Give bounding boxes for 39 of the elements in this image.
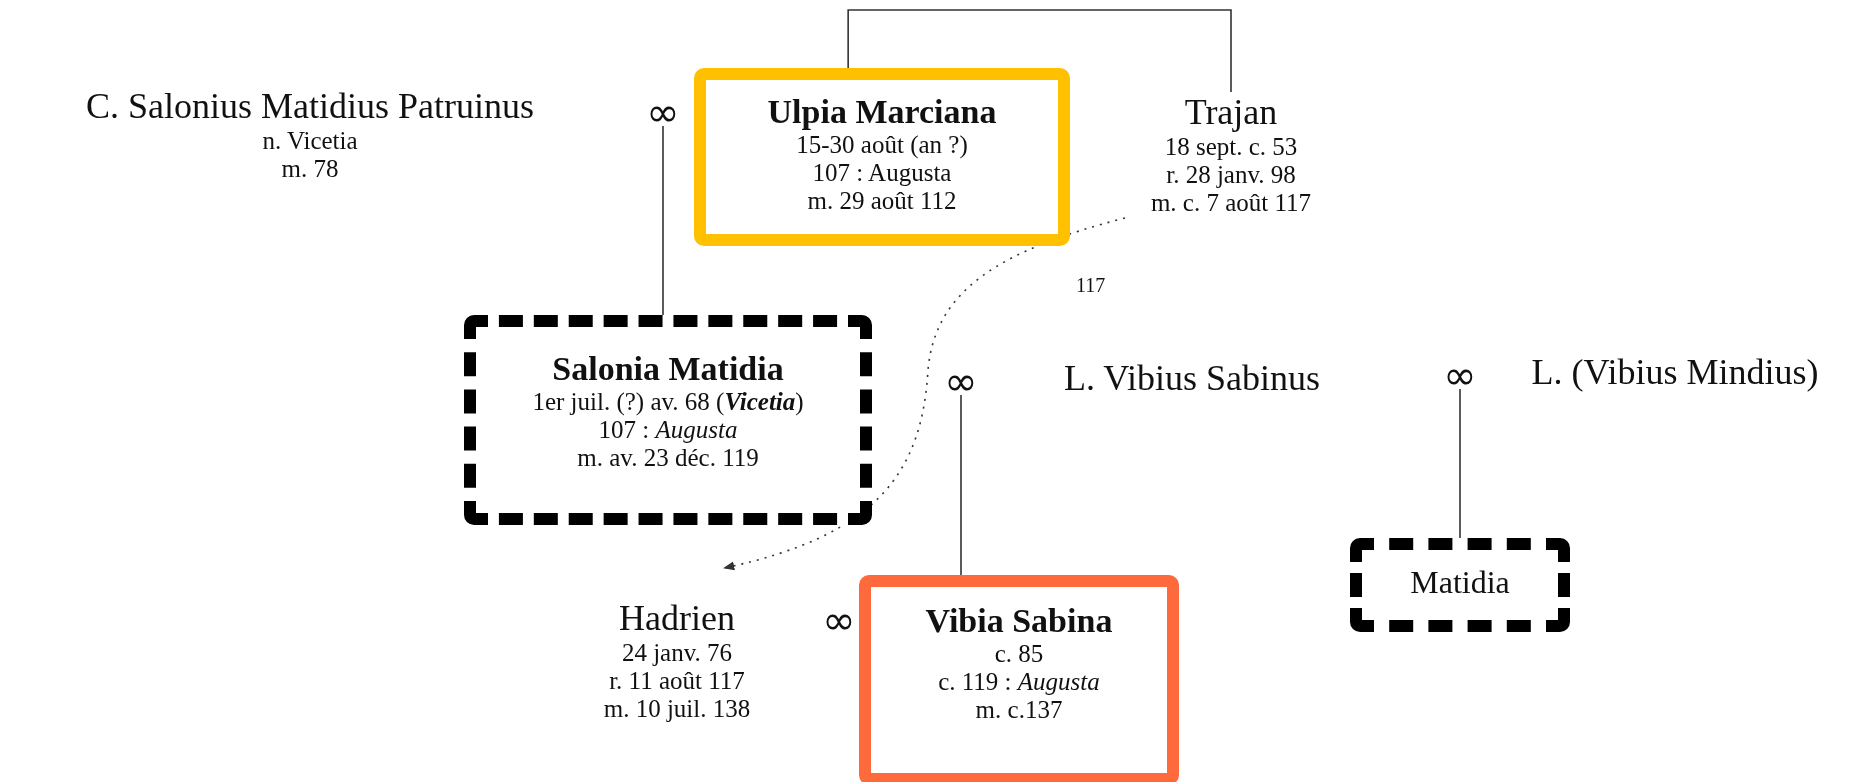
person-box	[464, 315, 872, 525]
life-dates: m. av. 23 déc. 119	[577, 444, 759, 473]
connector-line	[960, 394, 962, 576]
life-dates: 24 janv. 76	[621, 639, 733, 668]
connector-line	[662, 125, 664, 316]
life-dates: m. c. 7 août 117	[1150, 189, 1312, 218]
life-dates: 107 : Augusta	[812, 159, 952, 188]
person-name: Salonia Matidia	[552, 349, 784, 389]
life-dates: r. 11 août 117	[609, 667, 745, 696]
life-dates: n. Vicetia	[262, 127, 358, 156]
life-dates: c. 119 : Augusta	[938, 668, 1100, 697]
connector-line	[847, 9, 1232, 93]
person-name: Hadrien	[619, 598, 735, 640]
person-name: C. Salonius Matidius Patruinus	[86, 86, 534, 128]
life-dates: 1er juil. (?) av. 68 (Vicetia)	[532, 388, 804, 417]
person-box	[859, 575, 1179, 782]
life-dates: r. 28 janv. 98	[1166, 161, 1296, 190]
connector-line	[1459, 388, 1461, 539]
person-name: Matidia	[1410, 564, 1510, 601]
marriage-symbol: ∞	[941, 361, 981, 401]
person-name: L. Vibius Sabinus	[1063, 358, 1321, 400]
person-name: Vibia Sabina	[925, 601, 1113, 641]
life-dates: c. 85	[994, 640, 1044, 669]
marriage-symbol: ∞	[821, 600, 857, 640]
life-dates: 18 sept. c. 53	[1164, 133, 1298, 162]
person-name: Ulpia Marciana	[767, 92, 997, 132]
life-dates: 15-30 août (an ?)	[796, 131, 968, 160]
marriage-symbol: ∞	[1440, 355, 1480, 395]
dotted-arrow	[723, 217, 1126, 570]
person-box	[1350, 538, 1570, 632]
person-name: Trajan	[1184, 92, 1278, 134]
person-name: L. (Vibius Mindius)	[1531, 352, 1819, 394]
person-box	[694, 68, 1070, 246]
marriage-symbol: ∞	[643, 92, 683, 132]
life-dates: m. c.137	[975, 696, 1063, 725]
life-dates: m. 10 juil. 138	[603, 695, 751, 724]
life-dates: m. 78	[281, 155, 339, 184]
life-dates: 107 : Augusta	[598, 416, 738, 445]
life-dates: m. 29 août 112	[807, 187, 957, 216]
